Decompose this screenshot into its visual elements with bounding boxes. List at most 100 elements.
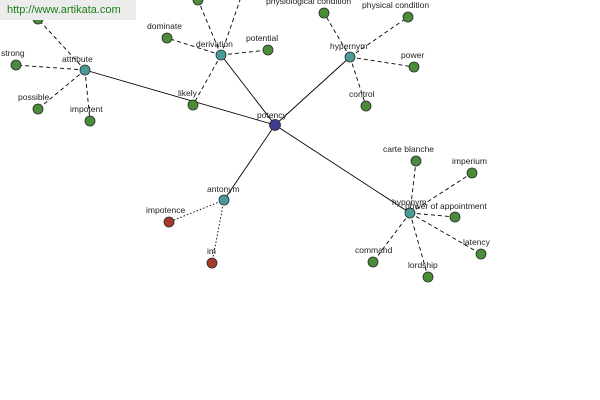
node-circle[interactable] (10, 59, 22, 71)
node-circle[interactable] (318, 7, 330, 19)
node-circle[interactable] (410, 155, 422, 167)
watermark-url: http://www.artikata.com (0, 0, 136, 20)
node-im[interactable]: im (206, 246, 218, 269)
node-command[interactable]: command (355, 245, 393, 268)
node-circle[interactable] (422, 271, 434, 283)
node-circle[interactable] (206, 257, 218, 269)
node-physical-condition[interactable]: physical condition (362, 0, 429, 23)
node-label[interactable]: control (349, 89, 375, 99)
node-latency[interactable]: latency (463, 237, 491, 260)
node-power-of-appointment[interactable]: power of appointment (405, 201, 487, 223)
edge-hypernym-physiological_condition (323, 12, 351, 58)
node-label[interactable]: imperium (452, 156, 487, 166)
node-carte-blanche[interactable]: carte blanche (383, 144, 434, 167)
node-label[interactable]: lordship (408, 260, 438, 270)
node-label[interactable]: impotence (146, 205, 185, 215)
node-label[interactable]: derivation (196, 39, 233, 49)
node-circle[interactable] (187, 99, 199, 111)
node-antonym[interactable]: antonym (207, 184, 240, 206)
edge-hyponym-command (372, 212, 411, 263)
edge-potency-hypernym (274, 56, 351, 126)
edge-derivation-potential (220, 49, 269, 56)
edge-hypernym-control (349, 56, 367, 107)
node-label[interactable]: hypernym (330, 41, 367, 51)
node-label[interactable]: carte blanche (383, 144, 434, 154)
node-circle[interactable] (449, 211, 461, 223)
node-circle[interactable] (404, 207, 416, 219)
node-circle[interactable] (360, 100, 372, 112)
node-potency[interactable]: potency (257, 110, 288, 131)
edge-attribute-attr_top (37, 18, 86, 71)
node-circle[interactable] (163, 216, 175, 228)
node-label[interactable]: attribute (62, 54, 93, 64)
node-imperium[interactable]: imperium (452, 156, 487, 179)
edge-hyponym-latency (409, 212, 482, 255)
node-label[interactable]: antonym (207, 184, 240, 194)
node-lordship[interactable]: lordship (408, 260, 438, 283)
node-circle[interactable] (466, 167, 478, 179)
edge-potency-hyponym (274, 124, 411, 214)
node-circle[interactable] (79, 64, 91, 76)
edge-hyponym-power_of_appointment (409, 212, 456, 218)
node-impotent[interactable]: impotent (70, 104, 103, 127)
node-circle[interactable] (84, 115, 96, 127)
node-circle[interactable] (367, 256, 379, 268)
node-label[interactable]: command (355, 245, 393, 255)
node-power[interactable]: power (401, 50, 424, 73)
node-dominate[interactable]: dominate (147, 21, 182, 44)
node-label[interactable]: potency (257, 110, 288, 120)
node-circle[interactable] (192, 0, 204, 6)
node-circle[interactable] (475, 248, 487, 260)
edge-hyponym-imperium (409, 172, 473, 214)
node-label[interactable]: latency (463, 237, 491, 247)
edge-derivation-deriv_top (197, 0, 222, 56)
node-label[interactable]: hyponym (392, 197, 427, 207)
node-impotence[interactable]: impotence (146, 205, 185, 228)
node-circle[interactable] (402, 11, 414, 23)
node-label[interactable]: power of appointment (405, 201, 487, 211)
edge-potency-attribute (84, 69, 276, 126)
edge-attribute-impotent (84, 69, 91, 122)
node-circle[interactable] (215, 49, 227, 61)
node-circle[interactable] (344, 51, 356, 63)
edge-potency-derivation (220, 54, 276, 126)
edge-potency-antonym (223, 124, 276, 201)
node-label[interactable]: physical condition (362, 0, 429, 10)
node-hypernym[interactable]: hypernym (330, 41, 367, 63)
node-physiological-condition[interactable]: physiological condition (266, 0, 351, 19)
edge-attribute-strong (15, 64, 86, 71)
node-attribute[interactable]: attribute (62, 54, 93, 76)
edge-antonym-impotence (168, 199, 225, 223)
node-label[interactable]: dominate (147, 21, 182, 31)
edge-hypernym-power (349, 56, 415, 68)
node-circle[interactable] (218, 194, 230, 206)
node-control[interactable]: control (349, 89, 375, 112)
node-circle[interactable] (262, 44, 274, 56)
node-circle[interactable] (269, 119, 281, 131)
node-label[interactable]: power (401, 50, 424, 60)
node-circle[interactable] (32, 103, 44, 115)
edge-derivation-dominate (166, 37, 222, 56)
node-label[interactable]: impotent (70, 104, 103, 114)
node-hyponym[interactable]: hyponym (392, 197, 427, 219)
edge-layer (15, 0, 482, 278)
edge-attribute-possible (37, 69, 86, 110)
node-label[interactable]: likely (178, 88, 198, 98)
node-possible[interactable]: possible (18, 92, 49, 115)
node-likely[interactable]: likely (178, 88, 199, 111)
node-derivation[interactable]: derivation (196, 39, 233, 61)
edge-derivation-deriv_top2 (220, 0, 241, 56)
node-label[interactable]: possible (18, 92, 49, 102)
node-label[interactable]: im (207, 246, 216, 256)
node-potential[interactable]: potential (246, 33, 278, 56)
node-circle[interactable] (408, 61, 420, 73)
node-strong[interactable]: strong (1, 48, 25, 71)
node-label[interactable]: potential (246, 33, 278, 43)
node-deriv-top[interactable] (192, 0, 204, 6)
edge-hypernym-physical_condition (349, 16, 409, 58)
edge-hyponym-carte_blanche (409, 160, 417, 214)
node-circle[interactable] (161, 32, 173, 44)
node-label[interactable]: physiological condition (266, 0, 351, 6)
node-label[interactable]: strong (1, 48, 25, 58)
